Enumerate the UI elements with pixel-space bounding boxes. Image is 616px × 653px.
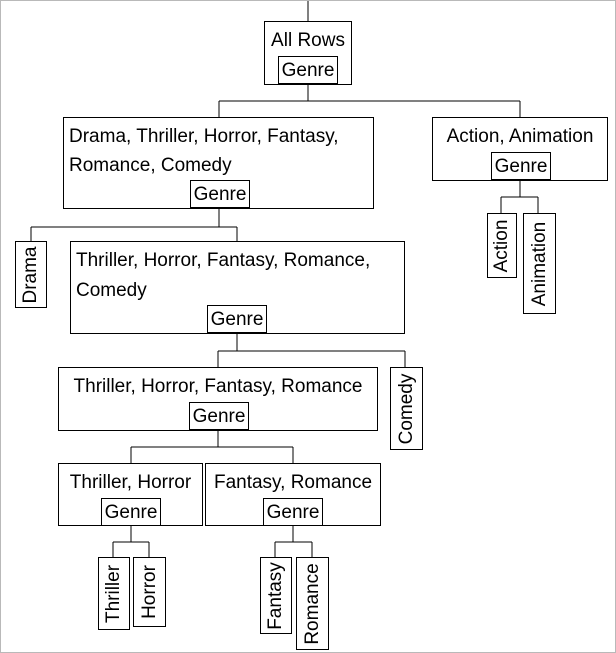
node-fantasy-romance[interactable]: Fantasy, Romance Genre (205, 463, 381, 526)
node-thriller-horror-fantasy-romance[interactable]: Thriller, Horror, Fantasy, Romance Genre (58, 367, 378, 431)
node-label-line-2: Romance, Comedy (69, 155, 232, 176)
node-thriller-horror[interactable]: Thriller, Horror Genre (58, 463, 203, 526)
leaf-label: Horror (138, 565, 160, 619)
leaf-label: Romance (301, 562, 323, 645)
node-drama-thriller-horror-fantasy-romance-comedy[interactable]: Drama, Thriller, Horror, Fantasy, Romanc… (63, 117, 374, 209)
node-thriller-horror-fantasy-romance-comedy[interactable]: Thriller, Horror, Fantasy, Romance, Come… (70, 241, 405, 334)
node-label-line-1: Thriller, Horror, Fantasy, Romance, (76, 250, 371, 271)
node-label: Fantasy, Romance (213, 472, 373, 493)
leaf-label: Thriller (103, 564, 124, 623)
leaf-label: Comedy (395, 373, 417, 444)
leaf-animation[interactable]: Animation (523, 213, 556, 314)
leaf-romance[interactable]: Romance (296, 557, 329, 650)
leaf-label: Animation (528, 221, 550, 306)
leaf-drama[interactable]: Drama (15, 241, 47, 308)
split-genre-button[interactable]: Genre (207, 305, 267, 333)
leaf-thriller[interactable]: Thriller (98, 557, 130, 630)
leaf-comedy[interactable]: Comedy (390, 367, 423, 450)
leaf-action[interactable]: Action (487, 213, 517, 278)
split-genre-button[interactable]: Genre (278, 56, 338, 84)
node-label: All Rows (271, 30, 345, 51)
leaf-label: Action (491, 219, 512, 272)
node-label-line-1: Drama, Thriller, Horror, Fantasy, (69, 126, 339, 147)
split-genre-button[interactable]: Genre (190, 180, 250, 208)
split-genre-button[interactable]: Genre (263, 498, 323, 526)
node-label: Thriller, Horror (69, 472, 192, 493)
node-label-line-2: Comedy (76, 280, 147, 301)
split-genre-button[interactable]: Genre (189, 402, 249, 430)
leaf-horror[interactable]: Horror (133, 557, 166, 627)
split-genre-button[interactable]: Genre (101, 498, 161, 526)
split-genre-button[interactable]: Genre (491, 152, 551, 180)
node-action-animation[interactable]: Action, Animation Genre (432, 117, 608, 181)
node-all-rows[interactable]: All Rows Genre (264, 21, 352, 85)
leaf-label: Drama (20, 245, 41, 304)
leaf-fantasy[interactable]: Fantasy (260, 557, 292, 634)
node-label: Action, Animation (446, 126, 594, 147)
node-label: Thriller, Horror, Fantasy, Romance (73, 376, 363, 397)
leaf-label: Fantasy (265, 561, 286, 630)
